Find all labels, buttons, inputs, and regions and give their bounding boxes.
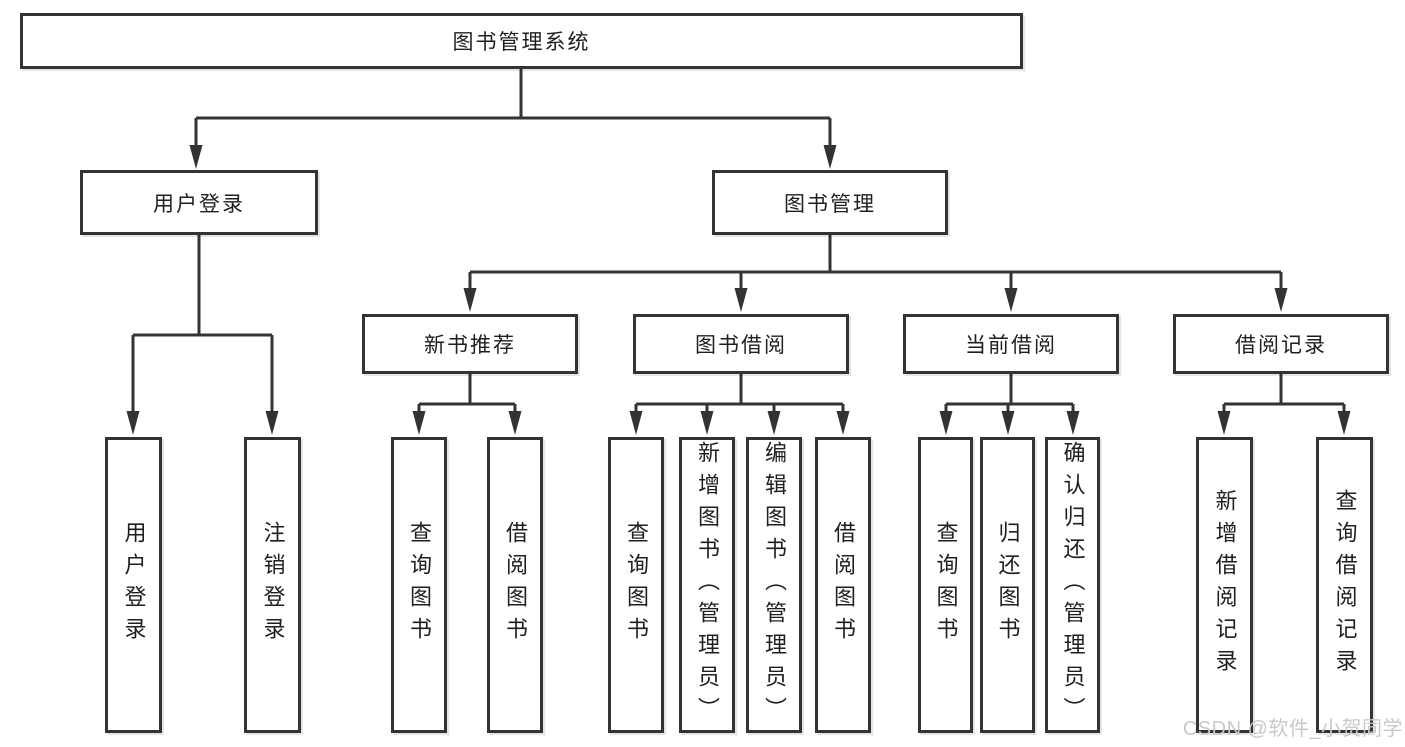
node-label: 新书推荐 <box>424 334 516 357</box>
node-label: 用户登录 <box>153 192 245 216</box>
arrowheads <box>126 145 1351 435</box>
leaf-return-book: 归还图书 <box>980 437 1035 733</box>
node-book-management: 图书管理 <box>712 170 948 235</box>
node-current-borrowing: 当前借阅 <box>903 314 1119 374</box>
leaf-label: 查询图书 <box>407 521 432 649</box>
leaf-label: 注销登录 <box>260 521 286 649</box>
leaf-label: 归还图书 <box>995 521 1021 649</box>
leaf-label: 确认归还（管理员） <box>1060 441 1086 729</box>
leaf-query-book-recommend: 查询图书 <box>391 437 447 733</box>
leaf-label: 用户登录 <box>121 521 147 649</box>
leaf-query-borrow-record: 查询借阅记录 <box>1316 437 1373 733</box>
node-label: 当前借阅 <box>965 334 1057 357</box>
leaf-label: 借阅图书 <box>503 521 528 649</box>
leaf-label: 查询借阅记录 <box>1332 489 1358 681</box>
leaf-confirm-return-admin: 确认归还（管理员） <box>1045 437 1100 733</box>
csdn-watermark: CSDN @软件_小贺同学 <box>1182 718 1403 740</box>
leaf-query-book-current: 查询图书 <box>918 437 973 733</box>
node-label: 图书借阅 <box>695 334 787 357</box>
node-label: 图书管理 <box>784 192 876 216</box>
node-new-book-recommendation: 新书推荐 <box>362 314 578 374</box>
node-label: 图书管理系统 <box>452 31 591 54</box>
node-library-management-system: 图书管理系统 <box>20 13 1023 69</box>
leaf-add-borrow-record: 新增借阅记录 <box>1196 437 1253 733</box>
leaf-borrow-book: 借阅图书 <box>815 437 871 733</box>
node-user-login: 用户登录 <box>80 170 318 235</box>
leaf-user-login: 用户登录 <box>105 437 162 733</box>
leaf-label: 编辑图书（管理员） <box>762 441 787 729</box>
leaf-query-book-borrowing: 查询图书 <box>608 437 664 733</box>
leaf-add-book-admin: 新增图书（管理员） <box>679 437 735 733</box>
leaf-label: 查询图书 <box>624 521 649 649</box>
leaf-borrow-book-recommend: 借阅图书 <box>487 437 543 733</box>
leaf-edit-book-admin: 编辑图书（管理员） <box>746 437 802 733</box>
node-label: 借阅记录 <box>1235 334 1327 357</box>
leaf-label: 新增借阅记录 <box>1212 489 1238 681</box>
leaf-label: 新增图书（管理员） <box>695 441 720 729</box>
leaf-label: 借阅图书 <box>831 521 856 649</box>
node-book-borrowing: 图书借阅 <box>633 314 849 374</box>
node-borrowing-records: 借阅记录 <box>1173 314 1389 374</box>
leaf-logout: 注销登录 <box>244 437 301 733</box>
leaf-label: 查询图书 <box>933 521 959 649</box>
